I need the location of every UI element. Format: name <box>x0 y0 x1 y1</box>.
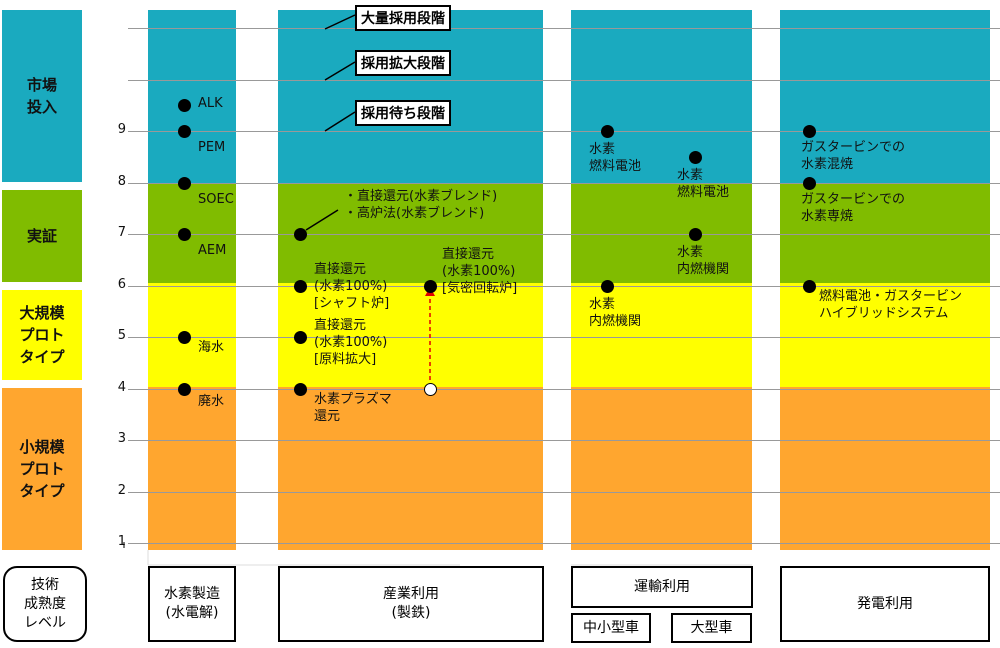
category-label: 水素製造 (水電解) <box>164 586 220 621</box>
gridline <box>128 440 1000 441</box>
point-label: 直接還元 (水素100%) [シャフト炉] <box>314 261 390 311</box>
callout-waiting: 採用待ち段階 <box>355 100 451 126</box>
data-point <box>689 228 702 241</box>
gridline <box>128 388 1000 390</box>
data-point <box>178 382 191 396</box>
tick-label: 7 <box>117 225 126 240</box>
column-band <box>148 183 236 283</box>
data-point <box>294 228 307 241</box>
tick-label: 9 <box>117 122 126 137</box>
column-band <box>278 283 543 387</box>
data-point <box>803 125 816 138</box>
tick-label: 6 <box>117 276 126 292</box>
point-label: ガスタービンでの 水素混焼 <box>801 140 906 172</box>
gridline <box>128 491 1000 493</box>
point-label: SOEC <box>198 191 234 207</box>
data-point <box>803 176 816 190</box>
point-label: 燃料電池・ガスタービン ハイブリッドシステム <box>819 288 963 321</box>
category-label: 運輸利用 <box>634 578 690 595</box>
gridline <box>128 28 1000 29</box>
gridline <box>128 337 1000 338</box>
stage-label: 実証 <box>26 227 57 245</box>
tick-label: 1 <box>117 534 126 549</box>
column-band <box>571 183 752 283</box>
gridline <box>128 543 1000 544</box>
gridline <box>128 285 1000 287</box>
axis-label-box: 技術 成熟度 レベル <box>3 566 87 642</box>
tick-label: 3 <box>117 431 126 446</box>
point-label: ・直接還元(水素ブレンド) ・高炉法(水素ブレンド) <box>344 189 498 221</box>
column-band <box>571 283 752 387</box>
tick-label: 4 <box>117 379 126 395</box>
data-point <box>424 279 437 293</box>
category-power: 発電利用 <box>780 566 990 642</box>
point-label: 水素 燃料電池 <box>677 167 730 200</box>
column-band <box>571 10 752 183</box>
data-point <box>178 125 191 138</box>
data-point <box>178 176 191 190</box>
axis-label: 技術 成熟度 レベル <box>24 576 66 631</box>
data-point <box>601 279 614 293</box>
stage-label: 市場 投入 <box>26 76 57 116</box>
callout-expand: 採用拡大段階 <box>355 50 451 76</box>
data-point <box>689 150 702 164</box>
tick-label: 2 <box>117 482 126 498</box>
subcategory-label: 中小型車 <box>583 619 639 636</box>
category-transport: 運輸利用 <box>571 566 753 608</box>
point-label: 水素 内燃機関 <box>589 296 642 329</box>
data-point <box>601 125 614 138</box>
column-band <box>278 10 543 183</box>
gridline <box>128 182 1000 184</box>
stage-label: 大規模 プロト タイプ <box>19 304 65 366</box>
column-band <box>278 183 543 283</box>
column-band <box>780 283 990 387</box>
data-point <box>294 331 307 344</box>
data-point <box>294 279 307 293</box>
column-band <box>148 283 236 387</box>
column-band <box>780 10 990 183</box>
gridline <box>128 131 1000 132</box>
subcategory-large-vehicle: 大型車 <box>671 613 752 643</box>
data-point <box>178 331 191 344</box>
column-band <box>278 387 543 550</box>
point-label: ALK <box>198 96 223 112</box>
category-label: 発電利用 <box>857 595 913 612</box>
point-label: 水素 内燃機関 <box>677 245 730 277</box>
data-point <box>178 228 191 241</box>
stage-market: 市場 投入 <box>2 10 82 182</box>
gridline <box>128 234 1000 235</box>
column-band <box>780 183 990 283</box>
category-hydrogen-production: 水素製造 (水電解) <box>148 566 236 642</box>
tick-label: 8 <box>117 173 126 189</box>
point-label: 直接還元 (水素100%) [気密回転炉] <box>442 246 518 296</box>
point-label: 廃水 <box>198 393 225 409</box>
point-label: AEM <box>198 243 227 258</box>
point-label: 海水 <box>198 340 225 355</box>
stage-label: 小規模 プロト タイプ <box>19 438 65 500</box>
point-label: PEM <box>198 140 226 155</box>
point-label: ガスタービンでの 水素専焼 <box>801 191 906 224</box>
start-point-marker <box>424 382 437 396</box>
point-label: 水素 燃料電池 <box>589 142 642 174</box>
tick-label: 5 <box>117 328 126 343</box>
stage-demo: 実証 <box>2 190 82 282</box>
gridline <box>128 79 1000 81</box>
subcategory-label: 大型車 <box>690 619 733 636</box>
callout-mass: 大量採用段階 <box>355 5 451 31</box>
column-band <box>148 387 236 550</box>
point-label: 直接還元 (水素100%) [原料拡大] <box>314 318 388 367</box>
data-point <box>803 279 816 293</box>
subcategory-small-vehicle: 中小型車 <box>571 613 651 643</box>
point-label: 水素プラズマ 還元 <box>314 391 392 424</box>
data-point <box>294 382 307 396</box>
category-label: 産業利用 (製鉄) <box>383 586 439 621</box>
column-band <box>148 10 236 183</box>
stage-small-proto: 小規模 プロト タイプ <box>2 388 82 550</box>
stage-large-proto: 大規模 プロト タイプ <box>2 290 82 380</box>
column-band <box>780 387 990 550</box>
column-band <box>571 387 752 550</box>
category-steel: 産業利用 (製鉄) <box>278 566 544 642</box>
data-point <box>178 99 191 113</box>
